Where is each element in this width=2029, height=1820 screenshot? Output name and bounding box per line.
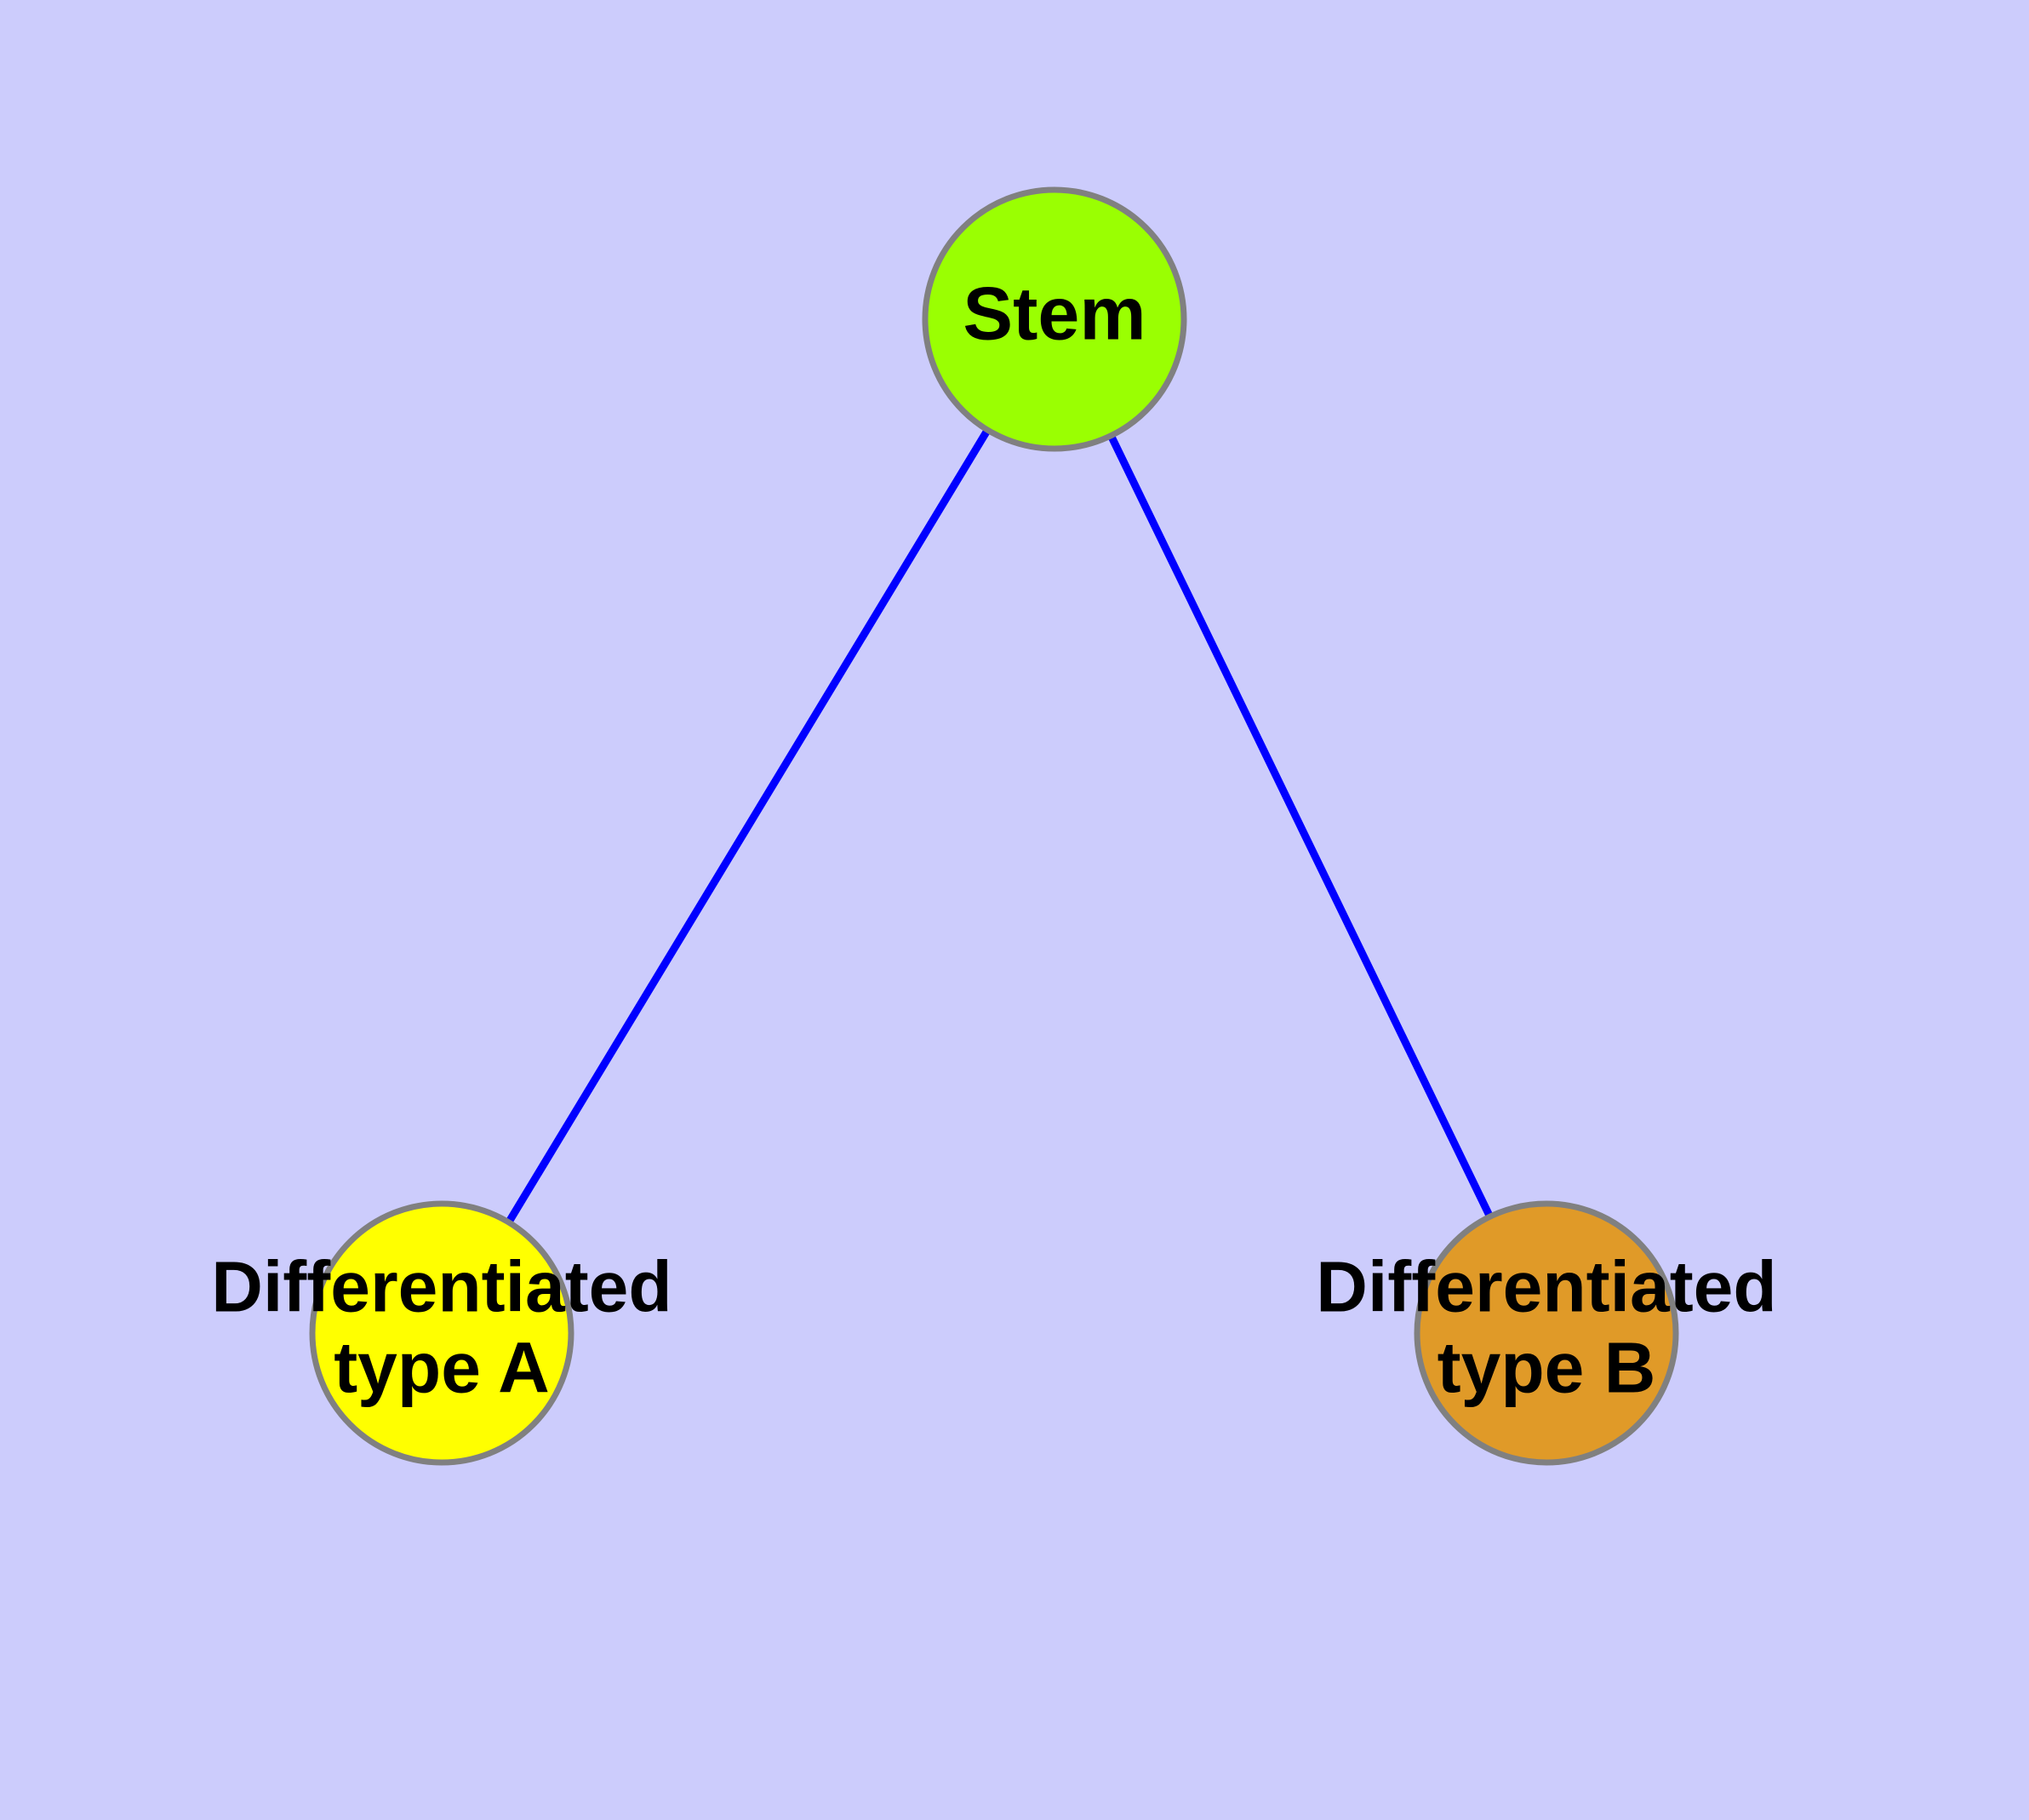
node-label-differentiated-type-b-line-2: type B: [1437, 1328, 1656, 1408]
node-label-differentiated-type-b-line-1: Differentiated: [1316, 1247, 1776, 1327]
node-label-stem: Stem: [963, 271, 1146, 355]
node-label-differentiated-type-a-line-1: Differentiated: [211, 1247, 672, 1327]
node-layer: [309, 186, 1679, 1466]
edge-layer: [438, 317, 1551, 1336]
label-layer: Stem Differentiated type A Differentiate…: [211, 271, 1776, 1407]
node-label-differentiated-type-a-line-2: type A: [334, 1328, 550, 1408]
edge-stem-to-differentiated-type-a[interactable]: [438, 317, 1058, 1336]
node-differentiated-type-a[interactable]: [309, 1200, 574, 1466]
node-differentiated-type-b[interactable]: [1414, 1200, 1679, 1466]
node-stem[interactable]: [922, 186, 1187, 452]
edge-stem-to-differentiated-type-b[interactable]: [1050, 318, 1551, 1335]
